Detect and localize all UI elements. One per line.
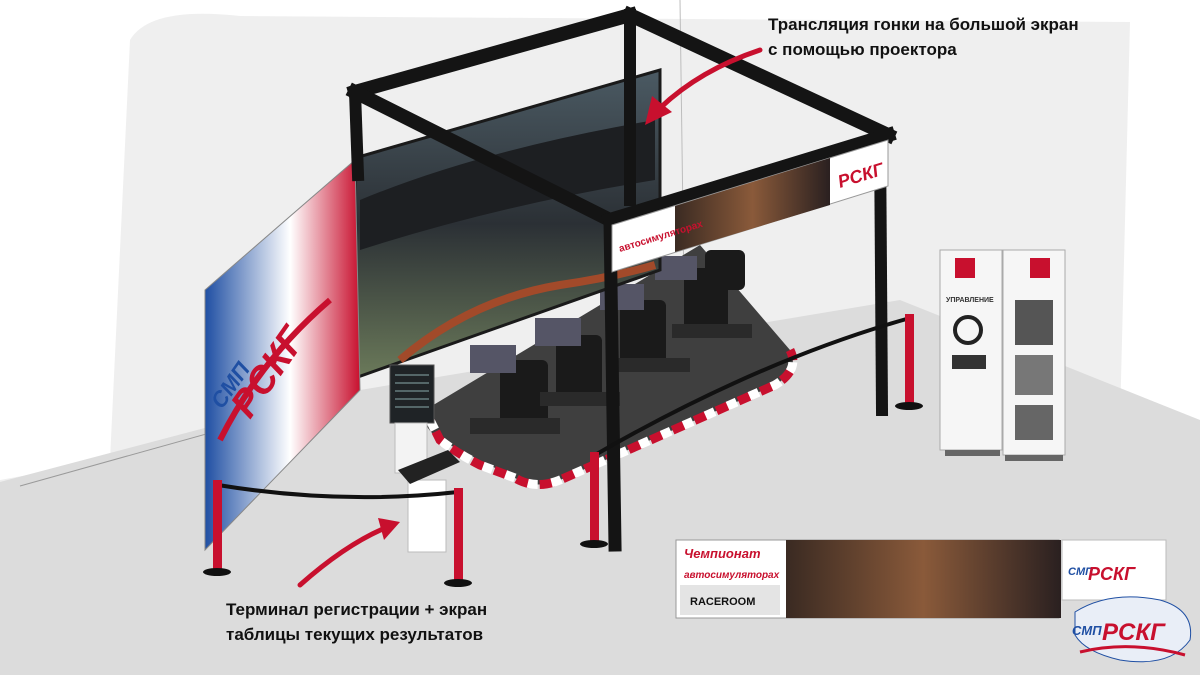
seat-2 bbox=[556, 335, 602, 403]
leaderboard-rows bbox=[395, 374, 429, 408]
seat-base-2 bbox=[540, 392, 620, 406]
bottom-banner-championship-2: автосимуляторах bbox=[684, 570, 780, 581]
bottom-logo-smp: СМП bbox=[1068, 566, 1094, 578]
monitor-1 bbox=[470, 345, 516, 373]
bottom-logo-rskg: РСКГ bbox=[1088, 564, 1136, 584]
terminal-caption: Терминал регистрации + экран таблицы тек… bbox=[226, 597, 487, 647]
rollup-banners: УПРАВЛЕНИЕ bbox=[939, 249, 1066, 461]
leaderboard-screen bbox=[389, 364, 435, 424]
corner-map-shape bbox=[1074, 596, 1192, 663]
seat-base-3 bbox=[610, 358, 690, 372]
steering-wheel-icon bbox=[953, 315, 983, 345]
terminal-caption-line-2: таблицы текущих результатов bbox=[226, 625, 484, 644]
monitor-2 bbox=[535, 318, 581, 346]
banner-swoosh bbox=[217, 297, 332, 442]
seat-1 bbox=[500, 360, 548, 430]
bottom-banner-photo bbox=[786, 540, 1061, 618]
bottom-banner-raceroom: RACEROOM bbox=[690, 596, 755, 608]
seat-base-4 bbox=[672, 324, 752, 338]
arrow-to-screen bbox=[657, 47, 763, 111]
seat-base-1 bbox=[470, 418, 560, 434]
bottom-banner-checker bbox=[680, 585, 780, 615]
rollup-heading: УПРАВЛЕНИЕ bbox=[946, 297, 994, 304]
corner-logo-smp: СМП bbox=[1072, 623, 1102, 638]
screen-track bbox=[397, 261, 657, 364]
arrow-to-terminal bbox=[297, 525, 388, 588]
stanchion-1 bbox=[213, 480, 222, 572]
rollup-left bbox=[939, 249, 1003, 451]
terminal-screen bbox=[398, 450, 460, 484]
arrow-head-terminal bbox=[378, 518, 400, 540]
projector-caption-line-1: Трансляция гонки на большой экран bbox=[768, 15, 1079, 34]
screen-dashboard bbox=[360, 120, 655, 250]
top-banner-photo bbox=[675, 158, 830, 252]
terminal-caption-line-1: Терминал регистрации + экран bbox=[226, 600, 488, 619]
bottom-banner-championship-1: Чемпионат bbox=[684, 546, 761, 561]
projector-caption-line-2: с помощью проектора bbox=[768, 40, 957, 59]
stanchion-4 bbox=[905, 314, 914, 406]
seat-5 bbox=[705, 250, 745, 290]
stanchion-3 bbox=[590, 452, 599, 544]
projector-caption: Трансляция гонки на большой экран с помо… bbox=[768, 12, 1079, 62]
simulator-seats bbox=[470, 250, 752, 434]
stanchion-2 bbox=[454, 488, 463, 583]
platform-curb-white bbox=[420, 347, 798, 489]
monitor-4 bbox=[655, 256, 697, 280]
terminal-stand bbox=[407, 479, 447, 553]
arrow-head-screen bbox=[645, 96, 672, 125]
left-banner bbox=[204, 158, 361, 552]
corner-logo-rskg: РСКГ bbox=[1102, 619, 1166, 646]
corner-logo-swoosh bbox=[1079, 645, 1186, 657]
queue-barriers bbox=[203, 314, 923, 587]
seat-3 bbox=[620, 300, 666, 368]
bottom-logo-panel bbox=[1061, 539, 1167, 601]
